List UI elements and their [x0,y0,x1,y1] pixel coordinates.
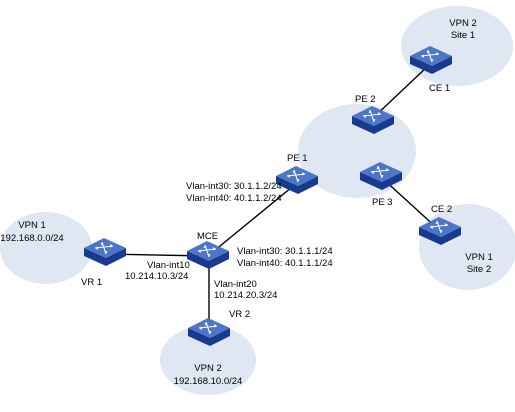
device-label-vr1: VR 1 [81,277,102,288]
mce-interface-vlan40: Vlan-int40: 40.1.1.1/24 [237,258,333,269]
site-vpn1-left-subnet: 192.168.0.0/24 [0,233,63,244]
device-label-pe2: PE 2 [355,94,376,105]
cloud-vpn2-bottom [160,325,256,395]
device-label-mce: MCE [197,231,218,242]
link-pe3-ce2 [381,177,439,230]
mce-interface-vlan20-name: Vlan-int20 [214,279,257,290]
mce-interface-vlan10-name: Vlan-int10 [147,260,190,271]
mce-interface-vlan10-ip: 10.214.10.3/24 [125,271,188,282]
pe1-interface-vlan40: Vlan-int40: 40.1.1.2/24 [186,193,282,204]
site-vpn2-bottom-name: VPN 2 [194,363,221,374]
site-vpn1-left-name: VPN 1 [18,220,45,231]
mce-switch-icon[interactable] [186,240,230,270]
device-label-pe1: PE 1 [287,153,308,164]
device-label-ce2: CE 2 [431,204,452,215]
site-vpn1-site2-sub: Site 2 [467,264,491,275]
mce-interface-vlan30: Vlan-int30: 30.1.1.1/24 [237,246,333,257]
site-vpn2-site1-sub: Site 1 [451,30,475,41]
site-vpn2-bottom-subnet: 192.168.10.0/24 [174,376,243,387]
device-label-ce1: CE 1 [429,83,450,94]
pe1-interface-vlan30: Vlan-int30: 30.1.1.2/24 [186,181,282,192]
site-vpn2-site1-name: VPN 2 [449,18,476,29]
cloud-vpn1-site2 [419,204,515,290]
link-pe1-mce [208,182,298,256]
link-ce1-pe2 [372,65,429,119]
cloud-vpn1-left [0,212,92,284]
site-vpn1-site2-name: VPN 1 [465,252,492,263]
device-label-pe3: PE 3 [372,197,393,208]
device-label-vr2: VR 2 [229,309,250,320]
mce-interface-vlan20-ip: 10.214.20.3/24 [214,290,277,301]
